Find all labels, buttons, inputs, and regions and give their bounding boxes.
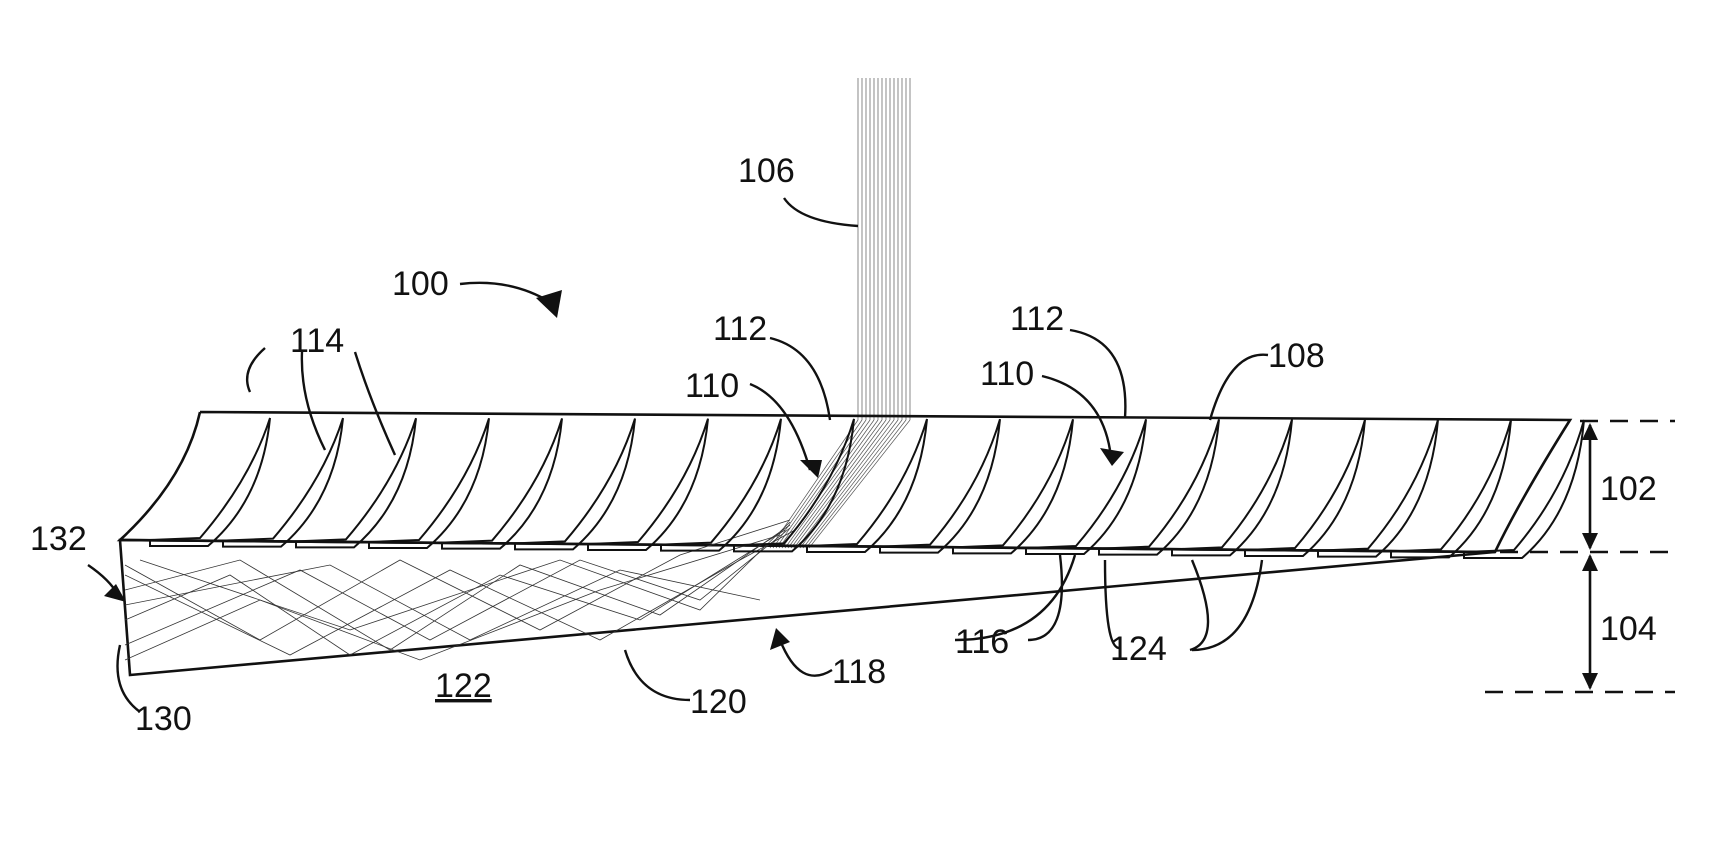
beam-spread-line [793, 419, 891, 549]
light-ray [124, 519, 791, 641]
arrow-110b-icon [1100, 448, 1124, 466]
beam-spread-line [808, 419, 911, 549]
light-ray [124, 529, 786, 656]
arrow-118-icon [770, 628, 790, 650]
microstructure-slat [441, 418, 563, 550]
microstructure-slat [1317, 419, 1439, 558]
microstructure-slat [1098, 419, 1220, 556]
lower-layer-outline [118, 538, 1496, 677]
microstructure-slat [1244, 419, 1366, 557]
microstructure-slat [806, 418, 928, 553]
microstructure-slat [222, 417, 344, 548]
arrow-110a-icon [800, 460, 822, 478]
light-ray [124, 524, 791, 651]
arrow-head-down-icon [1582, 673, 1598, 690]
microstructure-slat [1390, 419, 1512, 559]
beam-spread-line [787, 419, 883, 549]
light-ray [124, 564, 761, 641]
label-110-left: 110 [685, 367, 739, 405]
leader-124b [1189, 559, 1210, 652]
light-ray [124, 527, 791, 646]
label-120: 120 [690, 683, 747, 721]
leader-110a [749, 382, 812, 471]
leader-100 [459, 281, 551, 304]
microstructure-slat [295, 417, 417, 549]
label-112-right: 112 [1010, 300, 1064, 338]
leader-120 [623, 649, 691, 702]
light-ray [124, 529, 796, 656]
label-110-right: 110 [980, 355, 1034, 393]
leader-130 [116, 644, 141, 713]
leader-114c [353, 351, 397, 456]
light-ray [139, 521, 791, 631]
leader-lines [87, 197, 1269, 713]
leader-114a [245, 347, 266, 393]
label-100: 100 [392, 265, 449, 303]
dimension-markers [1485, 419, 1675, 694]
leader-118 [778, 639, 833, 677]
leader-116b [1027, 554, 1064, 642]
leader-112b [1069, 328, 1127, 419]
label-104: 104 [1600, 610, 1657, 648]
reference-labels: 106 100 114 112 110 112 110 108 102 104 … [30, 152, 1657, 738]
leader-112a [769, 336, 832, 421]
beam-spread-line [802, 419, 903, 549]
label-108: 108 [1268, 337, 1325, 375]
microstructure-slat [368, 418, 490, 549]
label-118: 118 [832, 653, 886, 691]
leader-108 [1208, 353, 1269, 421]
microstructure-slat [660, 418, 782, 552]
leader-114b [300, 351, 327, 451]
microstructure-slat [514, 418, 636, 551]
leader-116a [954, 554, 1077, 642]
microstructure-slat [952, 418, 1074, 555]
microstructure-array [149, 417, 1585, 559]
label-106: 106 [738, 152, 795, 190]
microstructure-slat [879, 418, 1001, 554]
light-ray [124, 534, 781, 661]
label-132: 132 [30, 520, 87, 558]
label-130: 130 [135, 700, 192, 738]
microstructure-slat [587, 418, 709, 551]
arrow-head-up-icon [1582, 423, 1598, 440]
label-114: 114 [290, 322, 344, 360]
internal-light-rays [124, 519, 796, 661]
label-112-left: 112 [713, 310, 767, 348]
label-116: 116 [955, 623, 1009, 661]
arrow-100-icon [536, 290, 562, 318]
leader-106 [783, 197, 859, 228]
arrow-132-icon [104, 584, 126, 602]
light-beam-106 [769, 78, 911, 549]
beam-spread-line [805, 419, 907, 549]
arrow-head-up-icon [1582, 554, 1598, 571]
leader-124c [1191, 559, 1264, 652]
microstructure-slat [733, 418, 855, 553]
leader-124a [1103, 559, 1121, 650]
label-102: 102 [1600, 470, 1657, 508]
beam-spread-line [778, 419, 871, 549]
label-124: 124 [1110, 630, 1167, 668]
leader-110b [1041, 374, 1112, 451]
beam-spread-line [796, 419, 895, 549]
microstructure-slat [1025, 419, 1147, 555]
microstructure-slat [149, 417, 271, 547]
beam-spread-line [784, 419, 879, 549]
arrow-head-down-icon [1582, 533, 1598, 550]
microstructure-slat [1171, 419, 1293, 557]
label-122: 122 [435, 667, 492, 705]
